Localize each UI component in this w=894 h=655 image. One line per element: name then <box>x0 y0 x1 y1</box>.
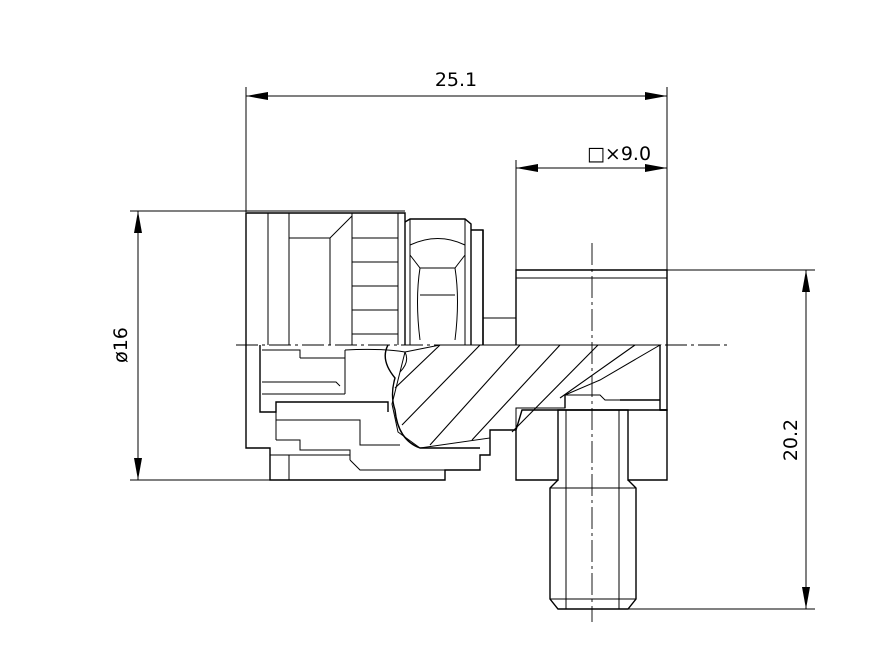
nut-outline-upper <box>245 212 406 345</box>
square-body <box>482 230 668 411</box>
arrow-height-bottom <box>802 587 810 609</box>
arrow-diameter-top <box>134 211 142 233</box>
nut-body <box>245 212 406 345</box>
section-outline-lower <box>245 345 516 481</box>
arrow-right <box>645 92 667 100</box>
arrow-left <box>246 92 268 100</box>
dimension-square: □×9.0 <box>515 143 667 272</box>
barb-stem <box>549 479 637 610</box>
hex-outline <box>404 218 472 345</box>
arrow-square-right <box>645 164 667 172</box>
dimension-label-diameter: ø16 <box>110 327 132 363</box>
dimension-overall-length: 25.1 <box>245 69 668 272</box>
hex-part <box>404 218 484 345</box>
arrow-diameter-bottom <box>134 458 142 480</box>
section-view <box>245 344 662 481</box>
hatch-lines <box>394 344 636 446</box>
square-outline-upper <box>515 269 668 345</box>
hose-barb <box>515 409 668 610</box>
dimension-label-length: 25.1 <box>435 69 477 91</box>
arrow-height-top <box>802 270 810 292</box>
dimension-label-square: □×9.0 <box>587 143 651 165</box>
dimension-label-height: 20.2 <box>780 419 802 461</box>
arrow-square-left <box>516 164 538 172</box>
hatched-region <box>391 344 662 449</box>
center-lines <box>236 243 728 622</box>
dimension-height: 20.2 <box>590 269 815 610</box>
barb-collar <box>515 409 668 481</box>
dimension-diameter: ø16 <box>110 210 405 481</box>
